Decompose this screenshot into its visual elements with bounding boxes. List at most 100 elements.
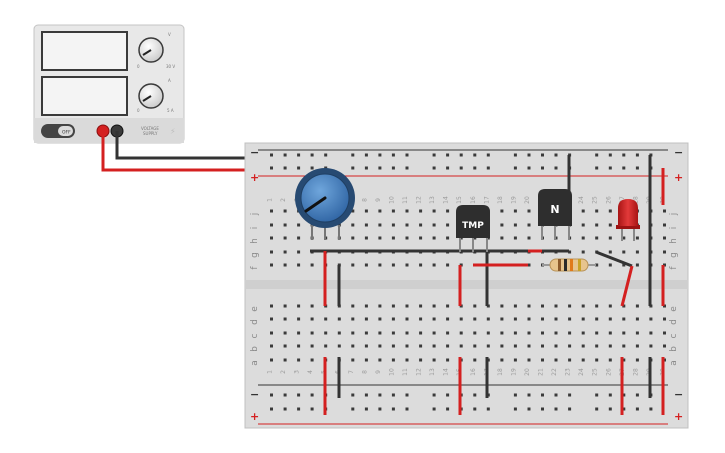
terminal-hole[interactable]: [635, 236, 639, 240]
terminal-hole[interactable]: [432, 209, 436, 213]
rail-hole[interactable]: [595, 153, 599, 157]
terminal-hole[interactable]: [622, 304, 626, 308]
terminal-hole[interactable]: [391, 344, 395, 348]
terminal-hole[interactable]: [297, 304, 301, 308]
resistor[interactable]: [542, 258, 596, 272]
power-supply[interactable]: 0 30 V V 0 5 A A OFF VOLTAGE SUPPLY ⚡: [33, 24, 185, 144]
terminal-hole[interactable]: [500, 223, 504, 227]
terminal-hole[interactable]: [405, 317, 409, 321]
rail-hole[interactable]: [473, 153, 477, 157]
rail-hole[interactable]: [378, 393, 382, 397]
terminal-hole[interactable]: [595, 358, 599, 362]
terminal-hole[interactable]: [391, 263, 395, 267]
rail-hole[interactable]: [270, 166, 273, 170]
rail-hole[interactable]: [635, 153, 639, 157]
terminal-hole[interactable]: [351, 263, 355, 267]
terminal-hole[interactable]: [297, 358, 301, 362]
terminal-hole[interactable]: [459, 331, 463, 335]
terminal-hole[interactable]: [391, 209, 395, 213]
terminal-hole[interactable]: [541, 358, 544, 362]
terminal-hole[interactable]: [513, 209, 517, 213]
terminal-hole[interactable]: [635, 358, 639, 362]
rail-hole[interactable]: [351, 407, 355, 411]
terminal-hole[interactable]: [513, 358, 517, 362]
rail-hole[interactable]: [622, 407, 626, 411]
rail-hole[interactable]: [473, 393, 477, 397]
terminal-hole[interactable]: [432, 344, 436, 348]
terminal-hole[interactable]: [568, 250, 572, 254]
terminal-hole[interactable]: [527, 317, 531, 321]
rail-hole[interactable]: [554, 166, 558, 170]
terminal-hole[interactable]: [446, 331, 450, 335]
terminal-hole[interactable]: [527, 209, 531, 213]
terminal-hole[interactable]: [595, 304, 599, 308]
terminal-hole[interactable]: [541, 317, 544, 321]
rail-hole[interactable]: [473, 166, 477, 170]
terminal-hole[interactable]: [649, 344, 653, 348]
terminal-hole[interactable]: [351, 317, 355, 321]
terminal-hole[interactable]: [364, 317, 368, 321]
terminal-hole[interactable]: [513, 304, 517, 308]
rail-hole[interactable]: [635, 407, 639, 411]
rail-hole[interactable]: [486, 153, 490, 157]
terminal-hole[interactable]: [527, 344, 531, 348]
terminal-hole[interactable]: [595, 317, 599, 321]
rail-hole[interactable]: [432, 153, 436, 157]
terminal-hole[interactable]: [419, 344, 423, 348]
terminal-hole[interactable]: [663, 344, 666, 348]
rail-hole[interactable]: [459, 166, 463, 170]
terminal-hole[interactable]: [405, 223, 409, 227]
terminal-hole[interactable]: [527, 223, 531, 227]
rail-hole[interactable]: [527, 166, 531, 170]
terminal-hole[interactable]: [622, 250, 626, 254]
terminal-hole[interactable]: [391, 331, 395, 335]
rail-hole[interactable]: [324, 166, 328, 170]
rail-hole[interactable]: [324, 153, 328, 157]
terminal-hole[interactable]: [446, 209, 450, 213]
terminal-hole[interactable]: [378, 317, 382, 321]
terminal-hole[interactable]: [419, 304, 423, 308]
terminal-hole[interactable]: [513, 331, 517, 335]
terminal-hole[interactable]: [527, 358, 531, 362]
terminal-hole[interactable]: [581, 304, 585, 308]
terminal-hole[interactable]: [310, 358, 314, 362]
terminal-hole[interactable]: [581, 209, 585, 213]
terminal-hole[interactable]: [351, 358, 355, 362]
rail-hole[interactable]: [486, 407, 490, 411]
terminal-hole[interactable]: [378, 236, 382, 240]
terminal-hole[interactable]: [419, 209, 423, 213]
terminal-hole[interactable]: [378, 223, 382, 227]
rail-hole[interactable]: [486, 166, 490, 170]
psu-black-wire[interactable]: [115, 131, 258, 160]
rail-hole[interactable]: [622, 393, 626, 397]
terminal-hole[interactable]: [283, 223, 287, 227]
rail-hole[interactable]: [608, 153, 612, 157]
rail-hole[interactable]: [310, 393, 314, 397]
rail-hole[interactable]: [432, 407, 436, 411]
rail-hole[interactable]: [270, 393, 273, 397]
terminal-hole[interactable]: [541, 331, 544, 335]
terminal-hole[interactable]: [432, 304, 436, 308]
terminal-hole[interactable]: [500, 344, 504, 348]
terminal-hole[interactable]: [378, 344, 382, 348]
terminal-hole[interactable]: [283, 209, 287, 213]
terminal-hole[interactable]: [270, 358, 273, 362]
rail-hole[interactable]: [513, 407, 517, 411]
terminal-hole[interactable]: [446, 317, 450, 321]
terminal-hole[interactable]: [500, 209, 504, 213]
terminal-hole[interactable]: [527, 304, 531, 308]
terminal-hole[interactable]: [595, 223, 599, 227]
rail-hole[interactable]: [364, 407, 368, 411]
rail-hole[interactable]: [364, 153, 368, 157]
terminal-hole[interactable]: [337, 344, 341, 348]
terminal-hole[interactable]: [270, 331, 273, 335]
rail-hole[interactable]: [595, 166, 599, 170]
npn-transistor[interactable]: N: [538, 189, 572, 240]
rail-hole[interactable]: [391, 153, 395, 157]
rail-hole[interactable]: [378, 153, 382, 157]
rail-hole[interactable]: [649, 407, 653, 411]
terminal-hole[interactable]: [595, 209, 599, 213]
terminal-hole[interactable]: [310, 331, 314, 335]
terminal-hole[interactable]: [622, 317, 626, 321]
rail-hole[interactable]: [527, 407, 531, 411]
